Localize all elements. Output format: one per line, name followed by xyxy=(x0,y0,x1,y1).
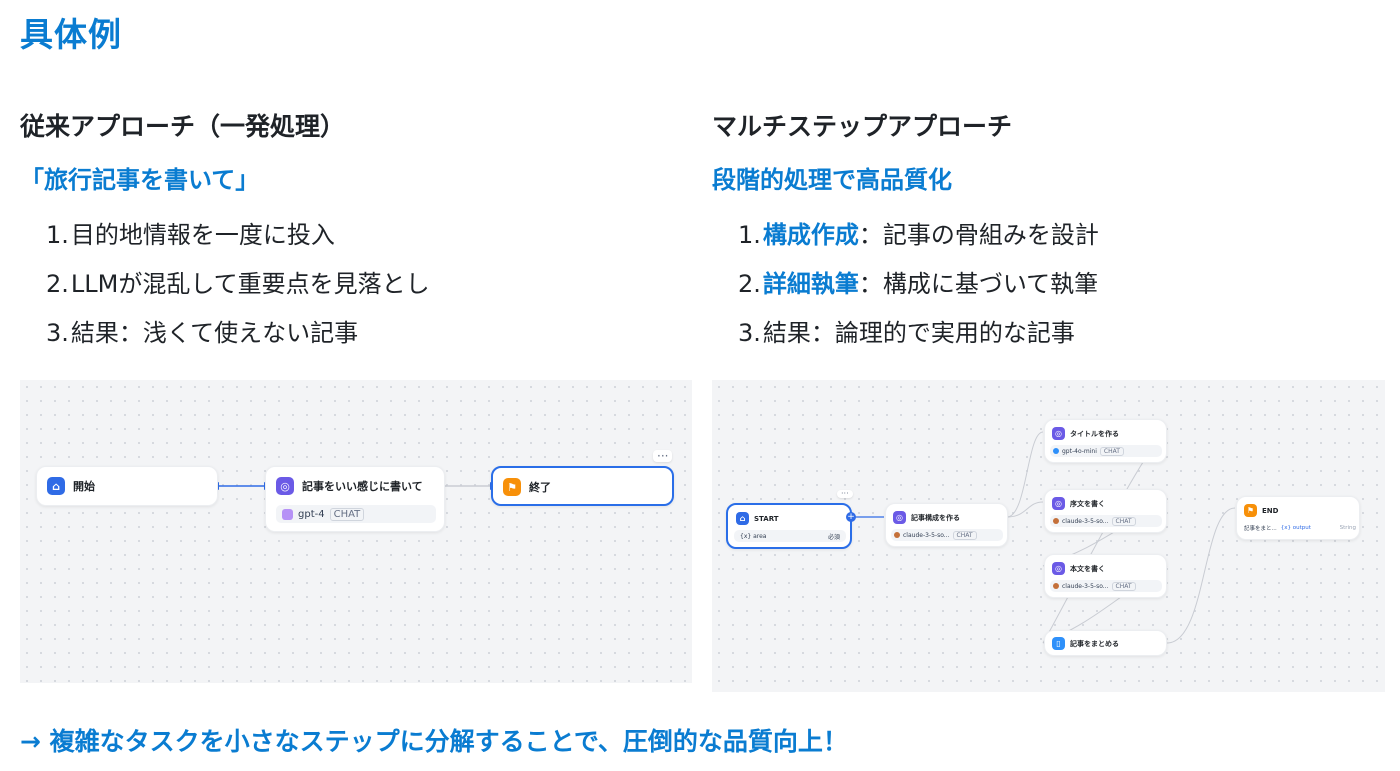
end-node[interactable]: ⚑ 終了 xyxy=(491,466,674,506)
traditional-prompt-quote: 「旅行記事を書いて」 xyxy=(20,166,260,194)
title-llm-node[interactable]: ◎ タイトルを作る gpt-4o-mini CHAT xyxy=(1044,419,1167,463)
home-icon: ⌂ xyxy=(47,477,65,495)
template-icon: ▯ xyxy=(1052,637,1065,650)
node-title: START xyxy=(754,514,779,523)
multistep-approach-column: マルチステップアプローチ 段階的処理で高品質化 1.構成作成：記事の骨組みを設計… xyxy=(712,105,1392,358)
traditional-approach-column: 従来アプローチ（一発処理） 「旅行記事を書いて」 1.目的地情報を一度に投入 2… xyxy=(20,105,700,358)
output-variable[interactable]: 記事をまと... {x} output String xyxy=(1244,525,1356,532)
openai-icon xyxy=(282,508,293,520)
list-item: 1.構成作成：記事の骨組みを設計 xyxy=(738,221,1099,249)
more-options-icon[interactable]: ··· xyxy=(653,450,673,462)
model-chip[interactable]: claude-3-5-so... CHAT xyxy=(891,529,1003,541)
multi-step-workflow-canvas[interactable]: ··· ⌂ START {x} area 必須 + ◎ 記事構成を作る clau… xyxy=(712,380,1385,692)
end-node[interactable]: ⚑ END 記事をまと... {x} output String xyxy=(1236,496,1360,540)
node-title: 開始 xyxy=(73,480,95,493)
node-title: 序文を書く xyxy=(1070,499,1105,508)
anthropic-icon xyxy=(894,532,900,538)
multistep-subheading: 段階的処理で高品質化 xyxy=(712,166,952,194)
multistep-heading: マルチステップアプローチ xyxy=(712,112,1013,141)
flag-icon: ⚑ xyxy=(503,478,521,496)
llm-icon: ◎ xyxy=(1052,427,1065,440)
llm-icon: ◎ xyxy=(893,511,906,524)
page-title: 具体例 xyxy=(20,15,122,54)
list-item: 3.結果：浅くて使えない記事 xyxy=(46,319,359,347)
model-chip[interactable]: claude-3-5-so... CHAT xyxy=(1050,580,1162,592)
single-step-workflow-canvas[interactable]: ⌂ 開始 ◎ 記事をいい感じに書いて gpt-4 CHAT ··· ⚑ 終了 xyxy=(20,380,692,683)
list-item: 3.結果：論理的で実用的な記事 xyxy=(738,319,1075,347)
input-variable[interactable]: {x} area 必須 xyxy=(734,530,846,542)
anthropic-icon xyxy=(1053,583,1059,589)
traditional-heading: 従来アプローチ（一発処理） xyxy=(20,112,346,141)
anthropic-icon xyxy=(1053,518,1059,524)
node-title: 記事構成を作る xyxy=(911,513,960,522)
node-title: タイトルを作る xyxy=(1070,429,1119,438)
llm-icon: ◎ xyxy=(1052,562,1065,575)
node-title: 終了 xyxy=(529,481,551,494)
intro-llm-node[interactable]: ◎ 序文を書く claude-3-5-so... CHAT xyxy=(1044,489,1167,533)
llm-icon: ◎ xyxy=(1052,497,1065,510)
home-icon: ⌂ xyxy=(736,512,749,525)
node-title: 記事をいい感じに書いて xyxy=(302,480,423,493)
flag-icon: ⚑ xyxy=(1244,504,1257,517)
start-node[interactable]: ⌂ START {x} area 必須 xyxy=(726,503,852,549)
llm-icon: ◎ xyxy=(276,477,294,495)
llm-node[interactable]: ◎ 記事をいい感じに書いて gpt-4 CHAT xyxy=(265,466,445,532)
list-item: 2.LLMが混乱して重要点を見落とし xyxy=(46,270,430,298)
list-item: 1.目的地情報を一度に投入 xyxy=(46,221,335,249)
node-title: 記事をまとめる xyxy=(1070,639,1119,648)
traditional-steps-list: 1.目的地情報を一度に投入 2.LLMが混乱して重要点を見落とし 3.結果：浅く… xyxy=(46,211,700,358)
model-chip[interactable]: gpt-4 CHAT xyxy=(276,505,436,523)
node-title: END xyxy=(1262,506,1279,515)
output-port[interactable] xyxy=(217,482,219,490)
merge-template-node[interactable]: ▯ 記事をまとめる xyxy=(1044,630,1167,656)
model-chip[interactable]: claude-3-5-so... CHAT xyxy=(1050,515,1162,527)
openai-icon xyxy=(1053,448,1059,454)
more-options-icon[interactable]: ··· xyxy=(837,490,853,498)
list-item: 2.詳細執筆：構成に基づいて執筆 xyxy=(738,270,1099,298)
model-chip[interactable]: gpt-4o-mini CHAT xyxy=(1050,445,1162,457)
start-node[interactable]: ⌂ 開始 xyxy=(36,466,218,506)
add-node-icon[interactable]: + xyxy=(846,512,856,522)
compose-llm-node[interactable]: ◎ 記事構成を作る claude-3-5-so... CHAT xyxy=(885,503,1008,547)
workflow-edges xyxy=(218,485,490,487)
multistep-steps-list: 1.構成作成：記事の骨組みを設計 2.詳細執筆：構成に基づいて執筆 3.結果：論… xyxy=(738,211,1392,358)
conclusion-text: → 複雑なタスクを小さなステップに分解することで、圧倒的な品質向上！ xyxy=(20,727,848,756)
body-llm-node[interactable]: ◎ 本文を書く claude-3-5-so... CHAT xyxy=(1044,554,1167,598)
node-title: 本文を書く xyxy=(1070,564,1105,573)
